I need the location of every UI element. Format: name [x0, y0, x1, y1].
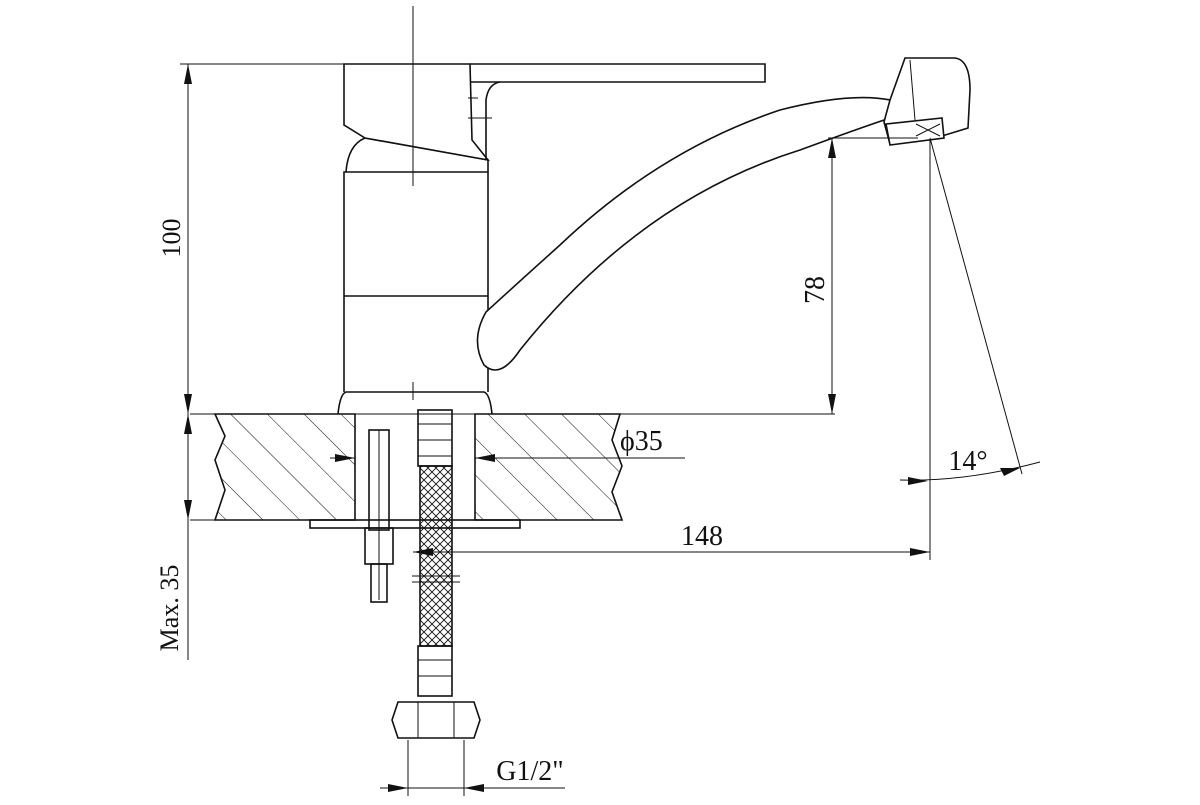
- spout-head-seam: [909, 59, 916, 121]
- countertop-left-block: [213, 413, 356, 521]
- flexible-hose: [391, 409, 481, 739]
- countertop-right-block: [474, 413, 624, 521]
- spout: [476, 57, 971, 371]
- mounting-stud: [364, 429, 394, 603]
- lever-handle[interactable]: [470, 63, 766, 160]
- hose-upper-fitting: [417, 409, 453, 467]
- stud-end: [370, 563, 388, 603]
- dimension-max-thickness: Max. 35: [155, 414, 192, 660]
- lever-detail: [468, 97, 492, 119]
- dim-label-diameter: ϕ35: [620, 426, 663, 457]
- dim-label-78: 78: [800, 276, 831, 304]
- faucet-base: [337, 391, 493, 415]
- dim-label-100: 100: [157, 219, 186, 258]
- dim-label-thread: G1/2": [496, 756, 563, 787]
- dimension-connection-thread: G1/2": [380, 740, 565, 796]
- dim-label-max35: Max. 35: [155, 565, 184, 652]
- countertop-section: [190, 413, 835, 529]
- lever-block: [343, 63, 490, 162]
- dimension-spout-angle: 14°: [899, 137, 1041, 485]
- aerator-cross: [915, 123, 941, 137]
- dimension-height-total: 100: [157, 63, 344, 414]
- spout-tube: [476, 96, 891, 371]
- faucet-cylinder: [343, 171, 489, 392]
- dim-label-angle: 14°: [948, 446, 987, 477]
- hose-lower-fitting: [417, 645, 453, 697]
- faucet-body: [337, 63, 766, 415]
- dimension-spout-height: 78: [800, 137, 918, 414]
- mounting-plate: [309, 519, 521, 529]
- dimension-hole-diameter: ϕ35: [330, 426, 685, 462]
- hose-hex-nut: [391, 701, 481, 739]
- hose-braid: [419, 465, 453, 647]
- dimension-spout-reach: 148: [413, 140, 931, 560]
- dim-label-148: 148: [681, 521, 723, 552]
